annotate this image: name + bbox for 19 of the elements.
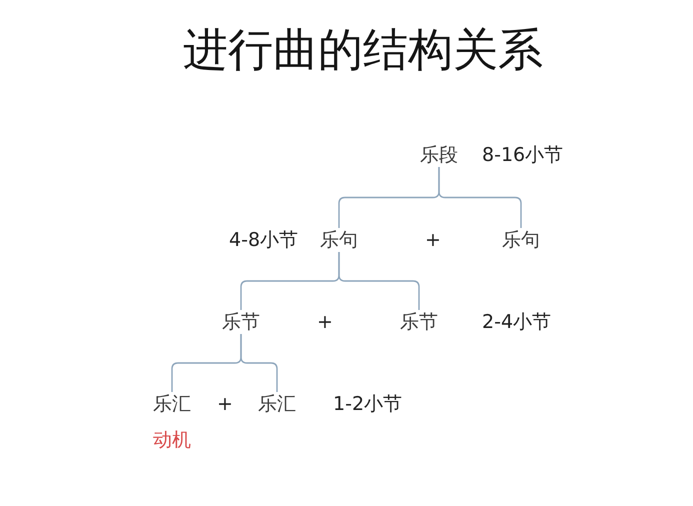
brace-connector (338, 252, 420, 310)
plus-sign: + (217, 392, 233, 416)
duration-label: 8-16小节 (482, 143, 564, 167)
duration-label: 4-8小节 (229, 228, 298, 252)
term-label: 乐段 (420, 143, 458, 167)
term-label: 乐节 (222, 310, 260, 334)
term-label: 乐节 (400, 310, 438, 334)
duration-label: 1-2小节 (333, 392, 402, 416)
brace-connector (240, 334, 278, 392)
term-label: 乐句 (502, 228, 540, 252)
diagram-title: 进行曲的结构关系 (183, 22, 543, 78)
brace-connector (438, 167, 522, 228)
annotation-label: 动机 (153, 428, 191, 452)
term-label: 乐汇 (258, 392, 296, 416)
plus-sign: + (425, 228, 441, 252)
plus-sign: + (317, 310, 333, 334)
term-label: 乐汇 (153, 392, 191, 416)
term-label: 乐句 (320, 228, 358, 252)
duration-label: 2-4小节 (482, 310, 552, 334)
